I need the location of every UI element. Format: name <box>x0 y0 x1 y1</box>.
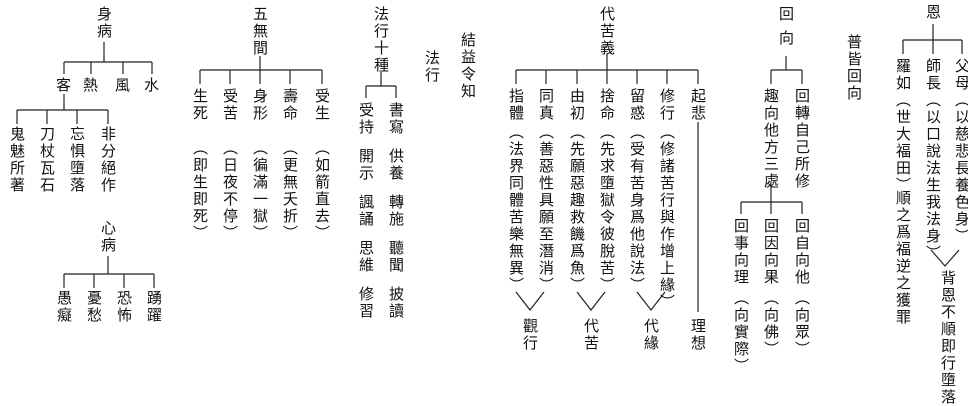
five-lacks-note: （日夜不停） <box>221 140 239 242</box>
substitute-note: （善惡性具願至潛消） <box>537 124 555 294</box>
substitute-item: 由初 <box>568 88 586 122</box>
practice-item: 諷誦 <box>357 194 375 228</box>
gratitude-item: 師長 <box>924 58 942 92</box>
dedication-note: （向實際） <box>732 290 750 375</box>
guest-item: 非分絕作 <box>99 126 117 194</box>
substitute-item: 同真 <box>537 88 555 122</box>
five-lacks-item: 生死 <box>191 88 209 122</box>
dedication-note: （向佛） <box>762 290 780 358</box>
practice-item: 思維 <box>357 240 375 274</box>
practice-item: 受持 <box>357 102 375 136</box>
practice-item: 聽聞 <box>387 240 405 274</box>
five-lacks-note: （即生即死） <box>191 140 209 242</box>
body-illness-title: 身病 <box>95 6 113 40</box>
guest-item: 刀杖瓦石 <box>38 126 56 194</box>
cause-wind: 風 <box>115 76 131 94</box>
five-lacks-item: 受苦 <box>221 88 239 122</box>
return-self: 回轉自己所修 <box>793 88 811 190</box>
substitute-note: （修諸苦行與作增上緣） <box>658 124 676 311</box>
dedication-item: 回事向理 <box>732 218 750 286</box>
gratitude-item: 羅如 <box>894 58 912 92</box>
practice-item: 書寫 <box>387 102 405 136</box>
substitute-item: 修行 <box>658 88 676 122</box>
five-lacks-title: 五無間 <box>251 6 269 57</box>
guest-item: 忘惧墮落 <box>68 126 86 194</box>
practice-item: 開示 <box>357 148 375 182</box>
substitute-item: 指體 <box>507 88 525 122</box>
five-lacks-note: （更無夭折） <box>281 140 299 242</box>
substitute-note: （法界同體苦樂無異） <box>507 124 525 294</box>
practice-item: 披讀 <box>387 286 405 320</box>
gratitude-result: 順之爲福逆之獲罪 <box>894 190 912 326</box>
substitute-title: 代苦義 <box>598 6 616 57</box>
group-label: 理想 <box>689 318 707 352</box>
gratitude-note: （世大福田） <box>894 92 912 194</box>
dedication-item: 回因向果 <box>762 218 780 286</box>
guest-item: 鬼魅所著 <box>8 126 26 194</box>
cause-guest: 客 <box>56 76 72 94</box>
group-label: 觀行 <box>521 318 539 352</box>
practice-item: 供養 <box>387 148 405 182</box>
mind-item: 憂愁 <box>85 290 103 324</box>
cause-heat: 熱 <box>83 76 99 94</box>
five-lacks-note: （如箭直去） <box>313 140 331 242</box>
substitute-item: 起悲 <box>689 88 707 122</box>
mind-item: 踴躍 <box>145 290 163 324</box>
gratitude-consequence: 背恩不順即行墮落 <box>939 270 957 406</box>
ten-practices-title: 法行十種 <box>372 6 390 74</box>
dedication-note: （向眾） <box>793 290 811 358</box>
mind-item: 愚癡 <box>55 290 73 324</box>
gratitude-title: 恩 <box>924 4 942 21</box>
group-label: 代緣 <box>642 318 660 352</box>
substitute-item: 留惑 <box>628 88 646 122</box>
substitute-note: （先願惡趣救饑爲魚） <box>568 124 586 294</box>
gratitude-item: 父母 <box>953 58 968 92</box>
substitute-note: （受有苦身爲他說法） <box>628 124 646 294</box>
practice-label: 法行 <box>423 50 441 84</box>
conclusion-label: 結益令知 <box>459 32 477 100</box>
practice-item: 修習 <box>357 286 375 320</box>
five-lacks-item: 壽命 <box>281 88 299 122</box>
substitute-note: （先求墮獄令彼脫苦） <box>598 124 616 294</box>
mind-illness-title: 心病 <box>99 220 117 254</box>
cause-water: 水 <box>144 76 160 94</box>
substitute-item: 捨命 <box>598 88 616 122</box>
dedication-title: 回 向 <box>777 6 795 47</box>
five-lacks-item: 受生 <box>313 88 331 122</box>
group-label: 代苦 <box>582 318 600 352</box>
gratitude-note: （以慈悲長養色身） <box>953 92 968 245</box>
gratitude-note: （以口說法生我法身） <box>924 92 942 262</box>
toward-three: 趣向他方三處 <box>762 88 780 190</box>
five-lacks-item: 身形 <box>251 88 269 122</box>
practice-item: 轉施 <box>387 194 405 228</box>
mind-item: 恐怖 <box>115 290 133 324</box>
universal-label: 普皆回向 <box>845 34 863 102</box>
five-lacks-note: （徧滿一獄） <box>251 140 269 242</box>
dedication-item: 回自向他 <box>793 218 811 286</box>
